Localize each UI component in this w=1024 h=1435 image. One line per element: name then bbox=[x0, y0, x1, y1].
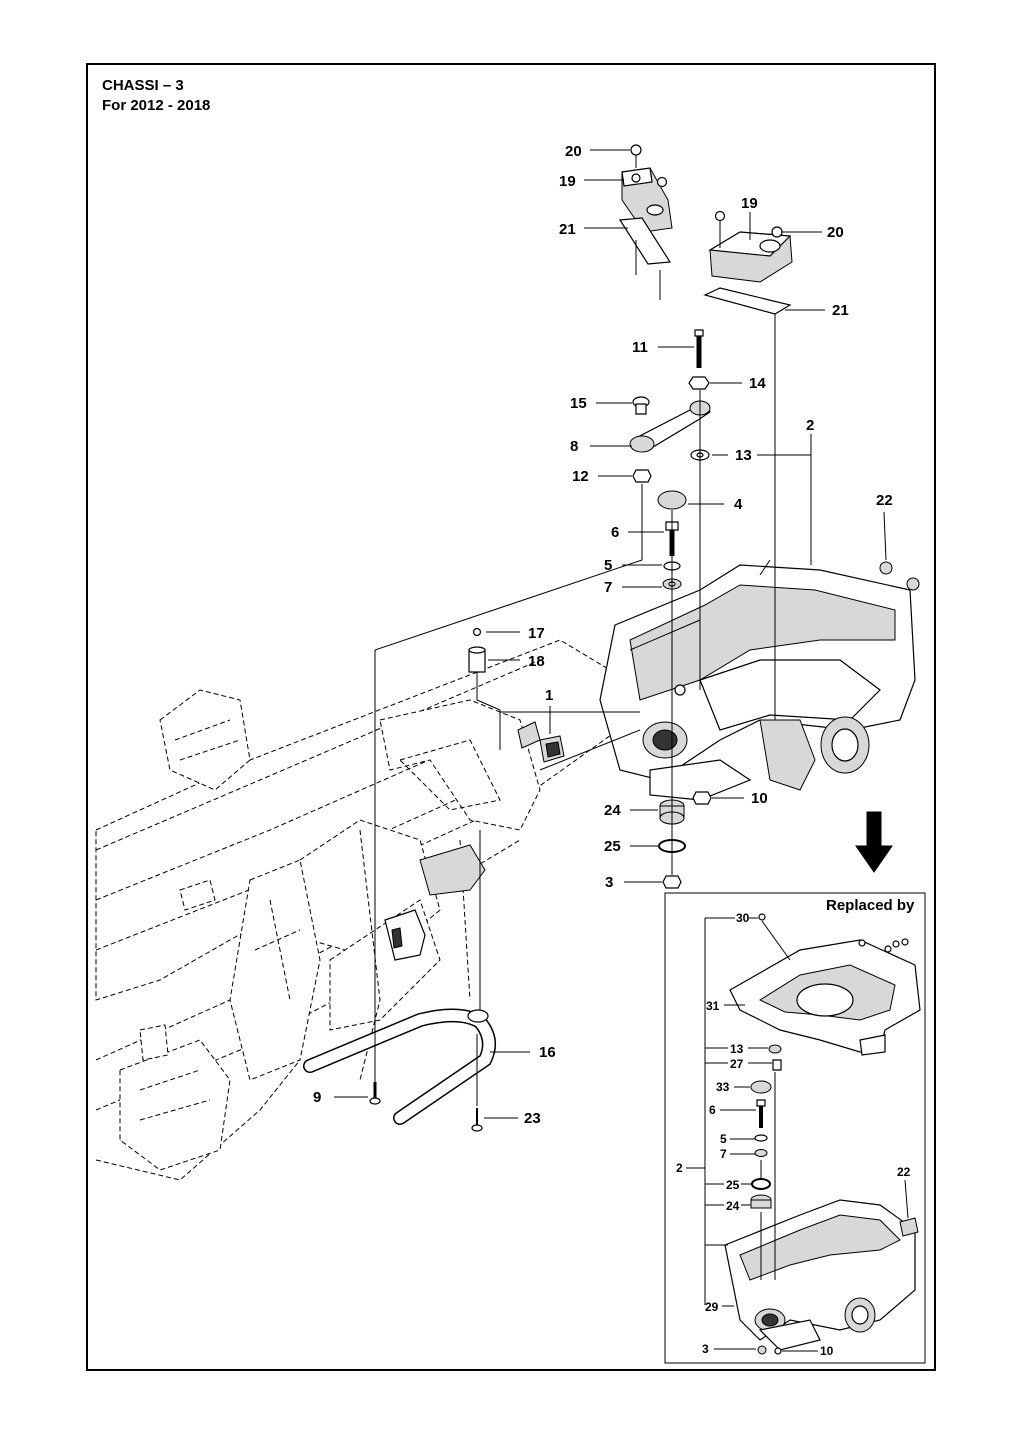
page-subtitle: For 2012 - 2018 bbox=[102, 97, 211, 114]
part-9-screw bbox=[369, 1082, 381, 1105]
part-10-nut bbox=[692, 791, 712, 805]
callout-23: 23 bbox=[524, 1110, 541, 1127]
callout-20b: 20 bbox=[827, 224, 844, 241]
part-19-right-bracket bbox=[708, 210, 793, 283]
page-title: CHASSI – 3 bbox=[102, 77, 184, 94]
callout-1: 1 bbox=[545, 687, 553, 704]
inset-callout-5: 5 bbox=[720, 1132, 727, 1146]
part-2-chassis-housing bbox=[599, 559, 916, 801]
inset-callout-29: 29 bbox=[705, 1300, 719, 1314]
inset-callout-33: 33 bbox=[716, 1080, 730, 1094]
main-callout-labels: 20 19 21 19 20 21 11 14 15 8 2 13 12 4 2… bbox=[313, 143, 893, 1127]
part-16-u-bar bbox=[303, 1008, 496, 1125]
callout-13: 13 bbox=[735, 447, 752, 464]
callout-15: 15 bbox=[570, 395, 587, 412]
callout-7: 7 bbox=[604, 579, 612, 596]
part-11-bolt bbox=[694, 329, 704, 368]
callout-11: 11 bbox=[632, 339, 648, 356]
part-17-screw bbox=[472, 627, 482, 637]
callout-9: 9 bbox=[313, 1089, 321, 1106]
callout-19a: 19 bbox=[559, 173, 576, 190]
callout-21b: 21 bbox=[832, 302, 849, 319]
callout-20a: 20 bbox=[565, 143, 582, 160]
part-21-right-plate bbox=[703, 287, 792, 315]
inset-callout-13: 13 bbox=[730, 1042, 744, 1056]
callout-8: 8 bbox=[570, 438, 578, 455]
inset-callout-22: 22 bbox=[897, 1165, 911, 1179]
callout-21a: 21 bbox=[559, 221, 576, 238]
inset-callout-30: 30 bbox=[736, 911, 750, 925]
callout-10: 10 bbox=[751, 790, 768, 807]
callout-18: 18 bbox=[528, 653, 545, 670]
inset-callout-3: 3 bbox=[702, 1342, 709, 1356]
part-23-screw bbox=[471, 1108, 483, 1132]
part-22-nuts bbox=[879, 561, 920, 591]
inset-callout-7: 7 bbox=[720, 1147, 727, 1161]
callout-4: 4 bbox=[734, 496, 743, 513]
inset-callout-6: 6 bbox=[709, 1103, 716, 1117]
inset-callout-2: 2 bbox=[676, 1161, 683, 1175]
inset-callout-10: 10 bbox=[820, 1344, 834, 1358]
callout-22: 22 bbox=[876, 492, 893, 509]
part-1-bumper-pads bbox=[517, 721, 565, 763]
part-3-nut bbox=[662, 875, 682, 889]
part-20-bolts-upper bbox=[630, 144, 668, 188]
part-4-cap bbox=[657, 490, 687, 510]
inset-callout-25: 25 bbox=[726, 1178, 740, 1192]
callout-3: 3 bbox=[605, 874, 613, 891]
inset-title: Replaced by bbox=[826, 897, 915, 914]
callout-12: 12 bbox=[572, 468, 589, 485]
callout-2: 2 bbox=[806, 417, 814, 434]
callout-25: 25 bbox=[604, 838, 621, 855]
part-21-upper-plate bbox=[618, 217, 672, 300]
callout-24: 24 bbox=[604, 802, 621, 819]
part-19-upper-bracket bbox=[621, 167, 673, 233]
part-12-nut bbox=[632, 469, 652, 483]
inset-callout-24: 24 bbox=[726, 1199, 740, 1213]
callout-16: 16 bbox=[539, 1044, 556, 1061]
part-18-spacer bbox=[468, 646, 486, 673]
callout-17: 17 bbox=[528, 625, 545, 642]
main-leader-lines bbox=[334, 149, 887, 1119]
replaced-by-inset: Replaced by bbox=[664, 892, 926, 1364]
callout-19b: 19 bbox=[741, 195, 758, 212]
inset-callout-31: 31 bbox=[706, 999, 720, 1013]
part-14-nut bbox=[688, 376, 710, 390]
part-15-ball-joint bbox=[632, 396, 650, 415]
callout-6: 6 bbox=[611, 524, 619, 541]
arrow-down-icon bbox=[855, 811, 893, 873]
callout-14: 14 bbox=[749, 375, 766, 392]
drawing-frame bbox=[86, 63, 936, 1371]
inset-callout-27: 27 bbox=[730, 1057, 744, 1071]
callout-5: 5 bbox=[604, 557, 612, 574]
